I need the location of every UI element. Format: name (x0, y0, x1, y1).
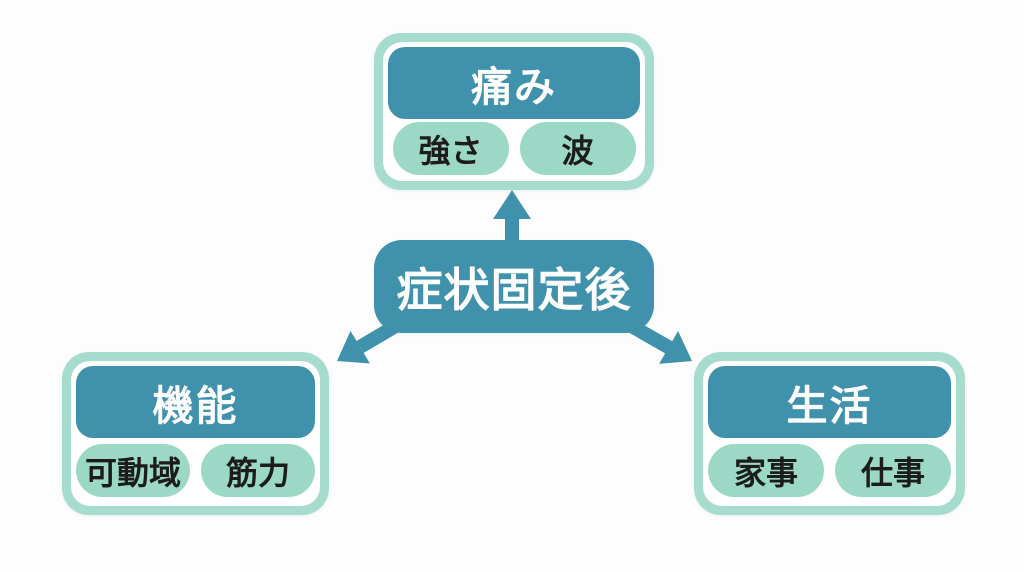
pill-function-item-0: 可動域 (76, 444, 190, 497)
node-function-header: 機能 (76, 366, 315, 438)
node-function-body: 機能 可動域 筋力 (71, 361, 320, 506)
node-life-body: 生活 家事 仕事 (703, 361, 956, 506)
node-pain: 痛み 強さ 波 (374, 33, 654, 190)
pill-pain-item-0: 強さ (392, 122, 509, 175)
pill-pain-item-1: 波 (519, 122, 636, 175)
node-pain-items: 強さ 波 (388, 119, 640, 178)
node-life-header: 生活 (708, 366, 951, 438)
node-pain-header: 痛み (388, 47, 640, 119)
node-function: 機能 可動域 筋力 (62, 352, 329, 515)
node-function-items: 可動域 筋力 (76, 438, 315, 503)
pill-life-item-0: 家事 (708, 444, 824, 497)
node-pain-body: 痛み 強さ 波 (383, 42, 645, 181)
node-pain-title: 痛み (471, 63, 557, 111)
pill-function-item-1: 筋力 (201, 444, 315, 497)
node-function-title: 機能 (152, 382, 239, 430)
node-life-items: 家事 仕事 (708, 438, 951, 503)
arrow-up-icon (493, 190, 531, 243)
pill-life-item-1: 仕事 (835, 444, 951, 497)
center-node: 症状固定後 (374, 240, 654, 333)
center-node-label: 症状固定後 (396, 262, 632, 317)
node-life-title: 生活 (786, 382, 873, 430)
node-life: 生活 家事 仕事 (694, 352, 965, 515)
